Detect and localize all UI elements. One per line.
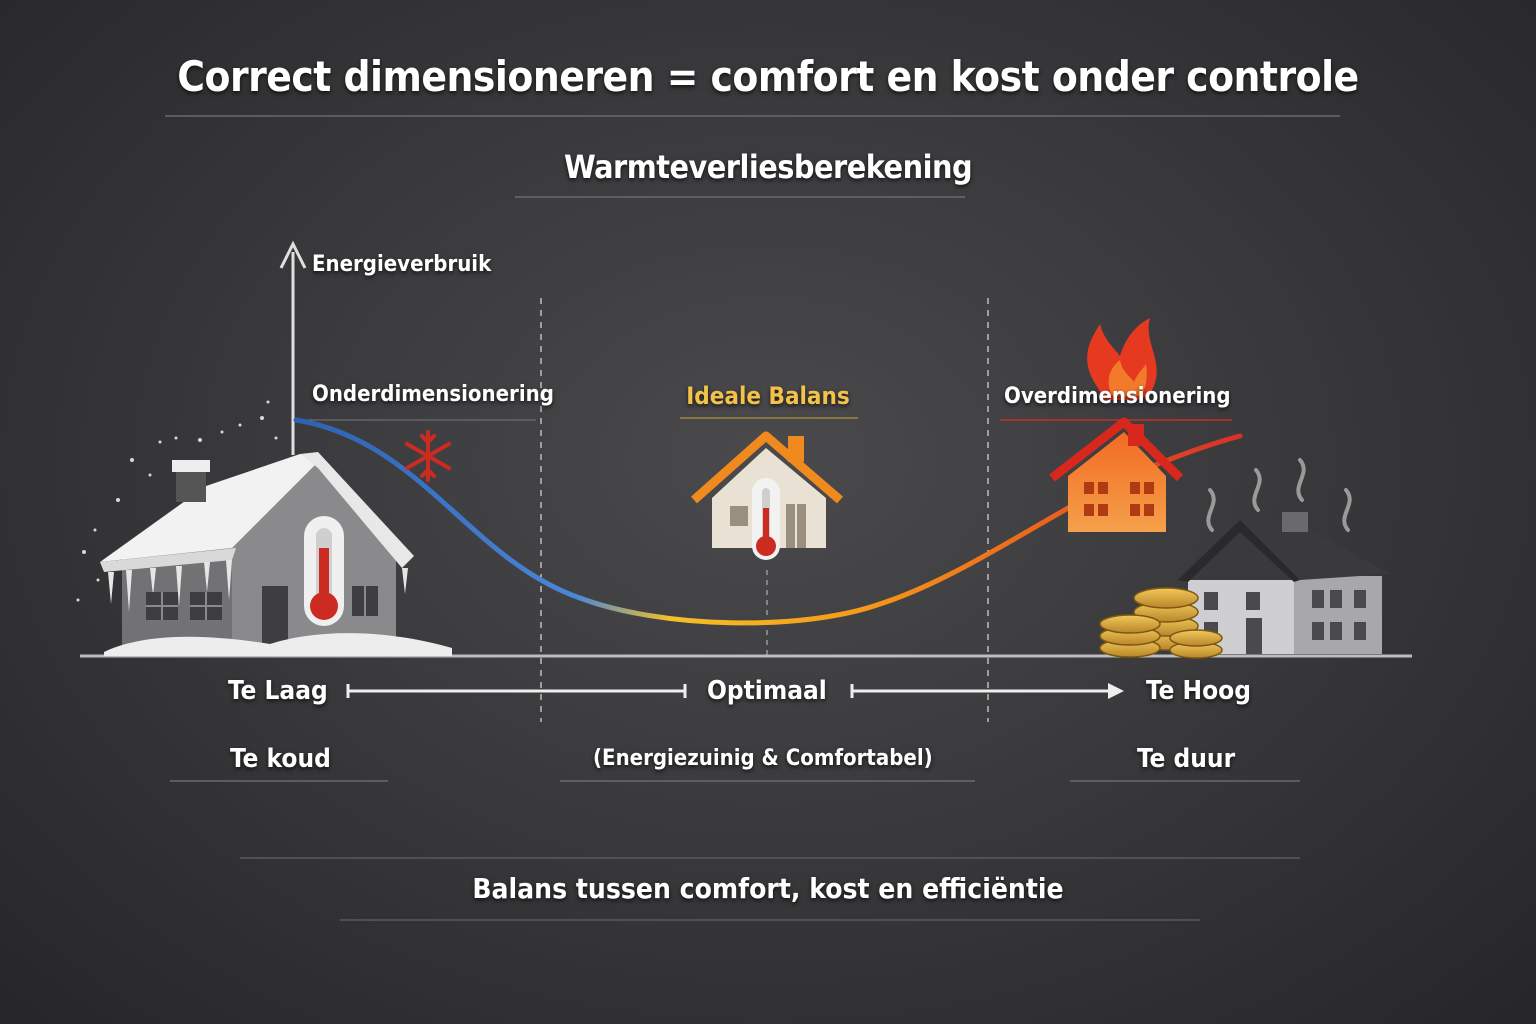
coins-icon [1099,587,1223,659]
snowflake-icon [405,430,451,482]
y-axis-arrow-icon [279,240,307,269]
scale-label-optimal: Optimaal [707,676,827,706]
thermometer-ideal-icon [752,478,780,560]
flame-icon [1087,318,1157,400]
expensive-house-icon [1176,458,1390,654]
scale-label-low: Te Laag [228,676,328,706]
zone-label-underdimensioning: Onderdimensionering [312,382,554,407]
result-label-too-cold: Te koud [230,744,331,774]
zone-label-ideal-balance: Ideale Balans [686,382,850,410]
hot-house-icon [1049,417,1184,532]
footer-caption: Balans tussen comfort, kost en efficiënt… [472,872,1064,905]
result-label-optimal: (Energiezuinig & Comfortabel) [593,746,933,771]
snow-house-icon [76,400,452,656]
scale-arrow-head-icon [1108,683,1124,699]
page-subtitle: Warmteverliesberekening [563,148,973,186]
thermometer-cold-icon [304,516,344,626]
zone-label-overdimensioning: Overdimensionering [1004,384,1231,409]
y-axis-label: Energieverbruik [312,252,492,277]
page-title: Correct dimensioneren = comfort en kost … [177,52,1359,101]
result-label-too-expensive: Te duur [1137,744,1236,774]
scale-label-high: Te Hoog [1146,676,1251,706]
